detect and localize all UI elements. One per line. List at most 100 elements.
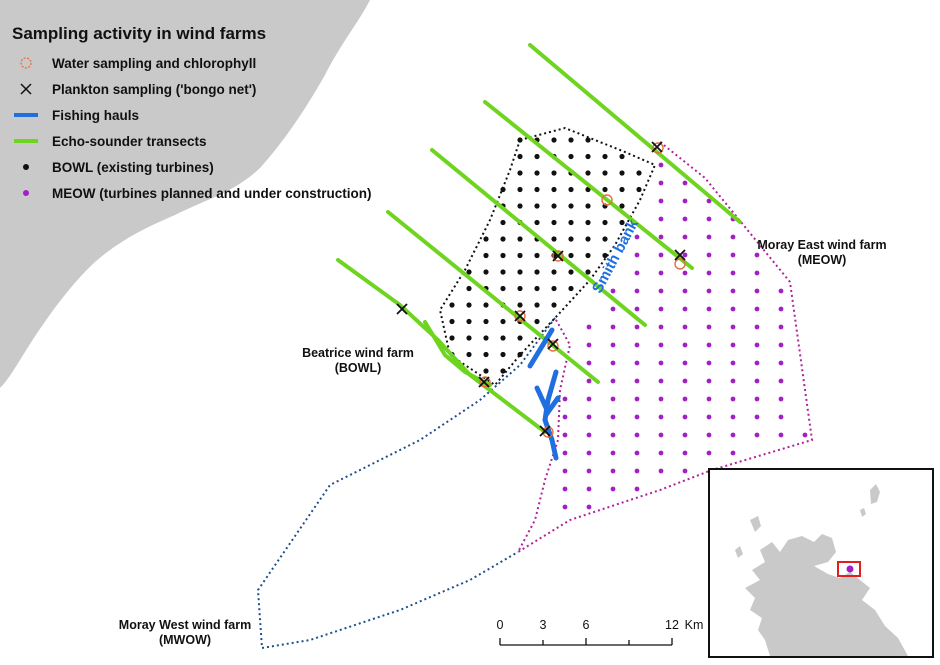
turbine-dot (730, 270, 736, 276)
turbine-dot (706, 288, 712, 294)
turbine-dot (634, 324, 640, 330)
turbine-dot (634, 306, 640, 312)
beatrice-label: Beatrice wind farm (BOWL) (302, 346, 414, 375)
turbine-dot (602, 219, 608, 226)
turbine-dot (517, 186, 523, 193)
water-sample-4 (674, 258, 686, 270)
turbine-dot (634, 252, 640, 258)
turbine-dot (562, 414, 568, 420)
turbine-dot (517, 302, 523, 308)
legend-item-fishing: Fishing hauls (12, 102, 472, 128)
turbine-dot (636, 186, 642, 193)
turbine-dot (586, 360, 592, 366)
turbine-dot (483, 236, 489, 242)
turbine-dot (585, 269, 591, 275)
turbine-dot (610, 288, 616, 294)
turbine-dot (449, 302, 455, 308)
turbine-dot (500, 269, 506, 275)
turbine-dot (517, 252, 523, 259)
turbine-dot (730, 324, 736, 330)
turbine-dot (658, 324, 664, 330)
turbine-dot (483, 368, 489, 374)
turbine-dot (706, 396, 712, 402)
turbine-dot (778, 288, 784, 294)
turbine-dot (634, 468, 640, 474)
turbine-dot (778, 342, 784, 348)
turbine-dot (534, 203, 540, 209)
turbine-dot (754, 414, 760, 420)
turbine-dot (585, 252, 591, 259)
turbine-dot (610, 306, 616, 312)
turbine-dot (483, 335, 489, 341)
legend-label: Echo-sounder transects (52, 133, 207, 149)
turbine-dot (634, 270, 640, 276)
turbine-dot (730, 234, 736, 240)
turbine-dot (610, 324, 616, 330)
turbine-dot (562, 504, 568, 510)
turbine-dot (754, 252, 760, 258)
turbine-dot (634, 414, 640, 420)
turbine-dot (682, 378, 688, 384)
meow-boundary (515, 141, 814, 555)
turbine-dot (778, 306, 784, 312)
turbine-dot (500, 351, 506, 358)
turbine-dot (568, 285, 574, 292)
turbine-dot (551, 170, 557, 176)
black-cross-icon (12, 83, 40, 95)
turbine-dot (517, 335, 523, 341)
turbine-dot (634, 486, 640, 492)
turbine-dot (634, 342, 640, 348)
inset-map-drawing (735, 484, 908, 656)
turbine-dot (754, 360, 760, 366)
turbine-dot (682, 432, 688, 438)
turbine-dot (534, 153, 540, 160)
turbine-dot (466, 351, 472, 358)
turbine-dot (634, 360, 640, 366)
turbine-dot (682, 414, 688, 420)
turbine-dot (706, 378, 712, 384)
turbine-dot (534, 302, 540, 308)
turbine-dot (586, 468, 592, 474)
turbine-dot (634, 432, 640, 438)
turbine-dot (682, 216, 688, 222)
turbine-dot (706, 414, 712, 420)
turbine-dot (658, 288, 664, 294)
scale-bar (499, 638, 673, 646)
turbine-dot (658, 180, 664, 186)
land-mass (0, 0, 370, 388)
turbine-dot (534, 285, 540, 292)
turbine-dot (682, 450, 688, 456)
turbine-dot (619, 170, 625, 176)
turbine-dot (658, 396, 664, 402)
turbine-dot (562, 486, 568, 492)
turbine-dot (562, 432, 568, 438)
turbine-dot (610, 396, 616, 402)
turbine-dot (568, 153, 574, 160)
turbine-dot (586, 504, 592, 510)
turbine-dot (634, 288, 640, 294)
turbine-dot (658, 234, 664, 240)
inset-land (745, 534, 908, 656)
turbine-dot (754, 432, 760, 438)
turbine-dot (500, 285, 506, 292)
turbine-dot (658, 198, 664, 204)
legend-label: BOWL (existing turbines) (52, 159, 214, 175)
turbine-dot (586, 342, 592, 348)
turbine-dot (730, 252, 736, 258)
turbine-dot (585, 170, 591, 176)
turbine-dot (730, 432, 736, 438)
turbine-dot (658, 270, 664, 276)
turbine-dot (730, 414, 736, 420)
turbine-dot (551, 285, 557, 292)
turbine-dot (568, 137, 574, 143)
plankton-sample-6 (396, 303, 408, 315)
turbine-dot (778, 396, 784, 402)
turbine-dot (706, 198, 712, 204)
turbine-dot (602, 153, 608, 160)
turbine-dot (466, 318, 472, 325)
turbine-dot (483, 269, 489, 275)
water-sample-2 (601, 194, 613, 206)
turbine-dot (568, 219, 574, 226)
water-sampling-stations (479, 142, 686, 438)
turbine-dot (754, 306, 760, 312)
